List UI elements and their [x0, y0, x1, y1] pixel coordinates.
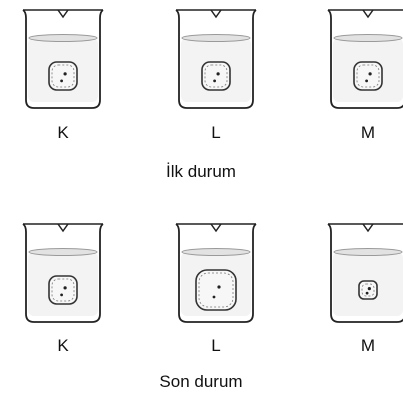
beaker-k-row1: [22, 9, 104, 109]
beaker-outline: [22, 223, 104, 323]
beaker-spout: [210, 9, 222, 19]
cell: [358, 280, 378, 300]
row1-beaker-k-label: K: [57, 123, 69, 142]
beaker-l-row2: [175, 223, 257, 323]
cell-dot: [217, 285, 221, 289]
beaker-spout: [362, 9, 374, 19]
cell: [201, 61, 231, 91]
cell-membrane: [361, 283, 375, 297]
cell-membrane: [51, 278, 75, 302]
row2-beaker-l-label: L: [211, 336, 221, 355]
cell-dot: [63, 286, 67, 290]
row2-beaker-k-label: K: [57, 336, 69, 355]
beaker-m-row2: [327, 223, 403, 323]
row1-beaker-l-label: L: [211, 123, 221, 142]
beaker-outline: [22, 9, 104, 109]
cell-dot: [367, 287, 371, 291]
water-surface: [333, 34, 403, 42]
cell-dot: [365, 291, 369, 295]
cell-dot: [60, 79, 63, 83]
beaker-outline: [327, 9, 403, 109]
cell-membrane: [204, 64, 228, 88]
cell-dot: [212, 295, 216, 299]
beaker-outline: [175, 223, 257, 323]
water-surface: [181, 34, 251, 42]
cell: [48, 275, 78, 305]
cell-membrane: [198, 272, 234, 308]
beaker-l-row1: [175, 9, 257, 109]
beaker-spout: [210, 223, 222, 233]
cell-dot: [368, 72, 372, 76]
beaker-k-row2: [22, 223, 104, 323]
beaker-spout: [57, 9, 69, 19]
cell-dot: [216, 72, 220, 76]
cell: [195, 269, 237, 311]
water-surface: [181, 248, 251, 256]
beaker-spout: [57, 223, 69, 233]
cell-dot: [63, 72, 67, 76]
row1-beaker-m-label: M: [360, 123, 376, 142]
water-surface: [28, 248, 98, 256]
beaker-m-row1: [327, 9, 403, 109]
water-surface: [333, 248, 403, 256]
beaker-outline: [175, 9, 257, 109]
cell-dot: [213, 79, 217, 83]
row2-caption: Son durum: [159, 372, 243, 391]
beaker-spout: [362, 223, 374, 233]
cell: [353, 61, 383, 91]
beaker-outline: [327, 223, 403, 323]
cell-membrane: [51, 64, 75, 88]
cell-dot: [60, 293, 63, 297]
cell-dot: [365, 79, 368, 83]
cell: [48, 61, 78, 91]
row2-beaker-m-label: M: [360, 336, 376, 355]
row1-caption: İlk durum: [166, 162, 236, 181]
water-surface: [28, 34, 98, 42]
cell-membrane: [356, 64, 380, 88]
